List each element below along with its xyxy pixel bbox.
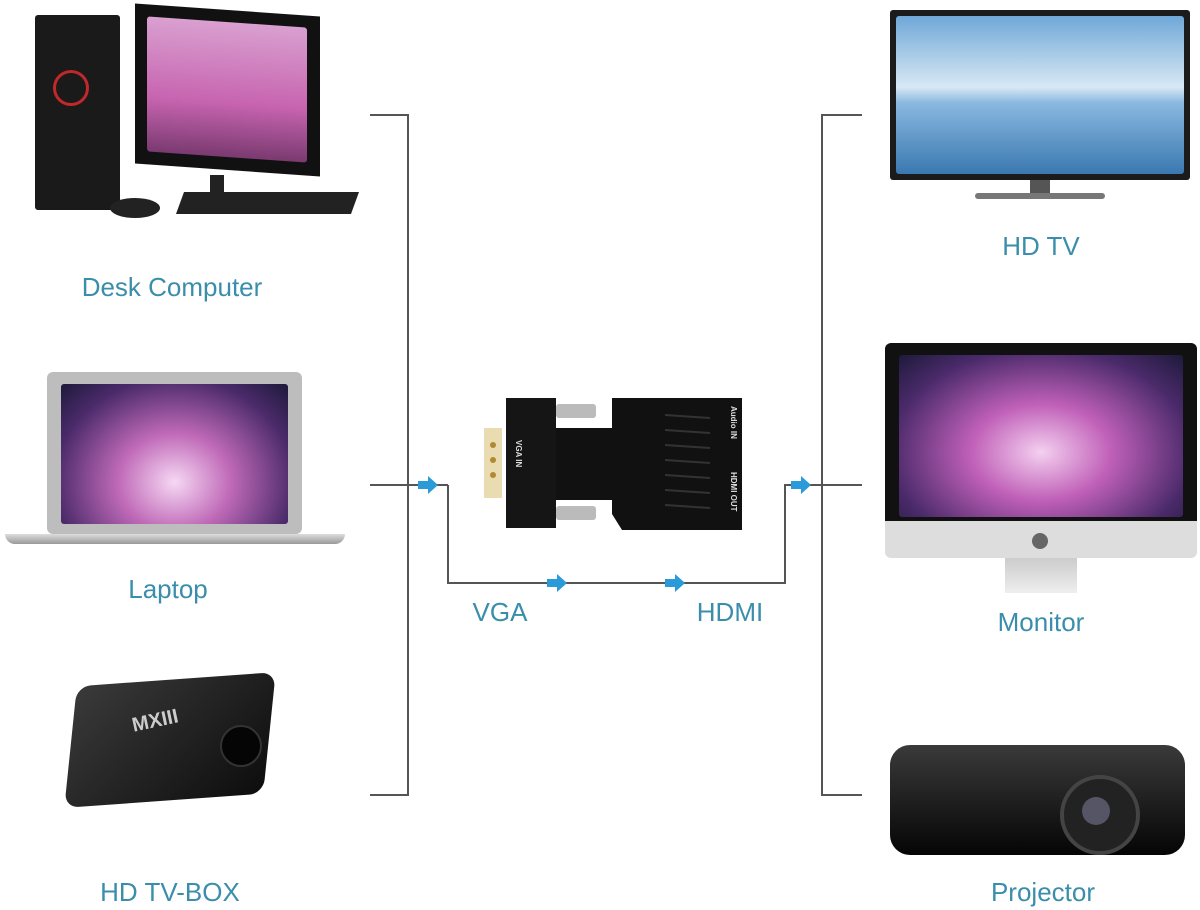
output-label-hd-tv: HD TV [1002, 231, 1080, 261]
monitor-icon [885, 343, 1197, 598]
desktop-computer-icon [35, 3, 360, 235]
source-label-tv-box: HD TV-BOX [100, 877, 240, 907]
vga-hdmi-adapter [484, 398, 742, 530]
arrow-icon [418, 476, 438, 494]
arrow-icon [547, 574, 567, 592]
output-label-projector: Projector [990, 877, 1096, 907]
arrow-icon [791, 476, 811, 494]
hdmi-out-label: HDMI OUT [729, 472, 738, 512]
arrow-icon [665, 574, 685, 592]
output-label-monitor: Monitor [997, 607, 1085, 637]
vga-in-label: VGA IN [514, 440, 523, 467]
audio-in-label: Audio IN [729, 406, 738, 439]
hd-tv-icon [890, 10, 1190, 205]
source-label-laptop: Laptop [128, 574, 208, 604]
signal-label-hdmi: HDMI [696, 597, 764, 627]
laptop-icon [5, 372, 345, 552]
projector-icon [890, 725, 1190, 865]
tv-box-icon: MXIII [60, 650, 300, 830]
source-label-desk-computer: Desk Computer [81, 272, 263, 302]
signal-label-vga: VGA [472, 597, 528, 627]
